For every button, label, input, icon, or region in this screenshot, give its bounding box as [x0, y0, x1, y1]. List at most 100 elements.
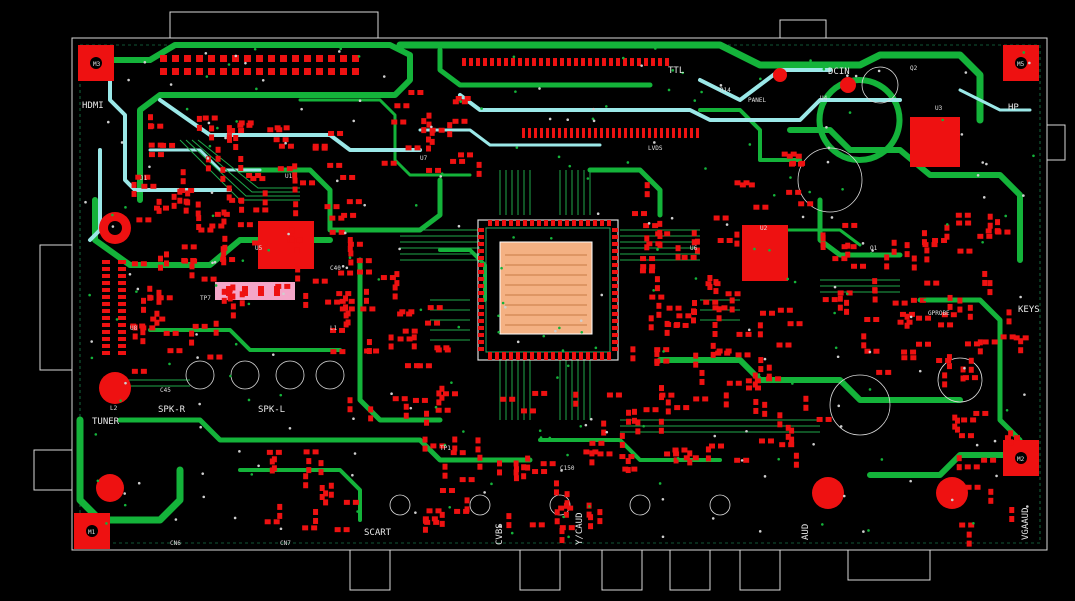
via: [981, 161, 985, 164]
smd-pad: [390, 160, 397, 166]
smd-pad: [693, 361, 699, 368]
smd-pad: [666, 305, 673, 311]
smd-pad: [201, 276, 208, 282]
via: [869, 251, 873, 255]
smd-pad: [403, 103, 410, 109]
smd-pad: [713, 288, 719, 295]
smd-pad: [707, 283, 713, 290]
smd-pad: [365, 269, 372, 275]
smd-pad: [454, 508, 461, 514]
smd-pad: [295, 266, 301, 273]
smd-pad: [118, 309, 126, 313]
smd-pad: [256, 55, 263, 62]
smd-pad: [777, 412, 783, 419]
smd-pad: [118, 302, 126, 306]
smd-pad: [745, 378, 752, 384]
smd-pad: [612, 263, 618, 267]
smd-pad: [201, 323, 208, 329]
smd-pad: [401, 396, 408, 402]
smd-pad: [392, 396, 399, 402]
smd-pad: [884, 254, 890, 261]
smd-pad: [444, 407, 451, 413]
smd-pad: [402, 328, 409, 334]
smd-pad: [954, 417, 960, 424]
smd-pad: [256, 68, 263, 75]
smd-pad: [511, 58, 515, 66]
smd-pad: [340, 55, 347, 62]
smd-pad: [343, 527, 350, 533]
smd-pad: [964, 212, 971, 218]
smd-pad: [594, 128, 597, 138]
smd-pad: [478, 242, 484, 246]
smd-pad: [447, 122, 453, 129]
smd-pad: [956, 220, 963, 226]
smd-pad: [968, 522, 975, 528]
smd-pad: [521, 464, 527, 471]
smd-pad: [892, 300, 899, 306]
smd-pad: [612, 128, 615, 138]
via: [279, 527, 283, 531]
smd-pad: [528, 128, 531, 138]
via: [202, 495, 206, 499]
smd-pad: [690, 317, 696, 324]
smd-pad: [192, 323, 199, 329]
smd-pad: [558, 128, 561, 138]
smd-pad: [238, 164, 244, 171]
smd-pad: [172, 55, 179, 62]
via: [556, 376, 559, 379]
smd-pad: [253, 207, 260, 213]
smd-pad: [523, 352, 527, 360]
smd-pad: [488, 220, 492, 226]
svg-text:M1: M1: [88, 529, 96, 536]
smd-pad: [365, 258, 372, 264]
smd-pad: [195, 201, 201, 208]
via: [119, 399, 122, 402]
smd-pad: [433, 519, 440, 525]
via: [512, 55, 516, 59]
smd-pad: [439, 511, 445, 518]
via: [332, 93, 336, 97]
smd-pad: [654, 276, 660, 283]
via: [880, 458, 884, 461]
via: [287, 232, 290, 236]
via: [490, 482, 493, 486]
smd-pad: [513, 460, 519, 467]
via-field: [84, 47, 1035, 539]
smd-pad: [715, 350, 722, 356]
smd-pad: [600, 352, 604, 360]
smd-pad: [417, 90, 424, 96]
smd-pad: [478, 263, 484, 267]
via: [510, 531, 514, 535]
smd-pad: [612, 333, 618, 337]
mounting-hole-top-right: [773, 68, 787, 82]
via: [235, 120, 238, 123]
smd-pad: [439, 443, 446, 449]
smd-pad: [345, 291, 352, 297]
via: [480, 107, 483, 110]
mounting-hole-m5: M5: [1003, 45, 1039, 81]
smd-pad: [607, 220, 611, 226]
smd-pad: [549, 461, 556, 467]
smd-pad: [884, 263, 890, 270]
smd-pad: [461, 118, 468, 124]
smd-pad: [368, 406, 374, 413]
smd-pad: [287, 143, 294, 149]
smd-pad: [276, 127, 283, 133]
label-cn7: CN7: [280, 540, 291, 547]
smd-pad: [1018, 347, 1024, 354]
smd-pad: [1013, 435, 1020, 441]
smd-pad: [710, 351, 716, 358]
smd-pad: [988, 488, 994, 495]
connector-outline-left: [39, 244, 72, 371]
smd-pad: [793, 461, 799, 468]
smd-pad: [211, 115, 218, 121]
via: [985, 162, 988, 166]
smd-pad: [469, 58, 473, 66]
smd-pad: [360, 306, 367, 312]
label-panel: PANEL: [748, 97, 766, 104]
connector-outline-bottom-3: [601, 550, 643, 591]
smd-pad: [601, 429, 607, 436]
smd-pad: [678, 128, 681, 138]
smd-pad: [246, 172, 253, 178]
via: [589, 417, 593, 421]
